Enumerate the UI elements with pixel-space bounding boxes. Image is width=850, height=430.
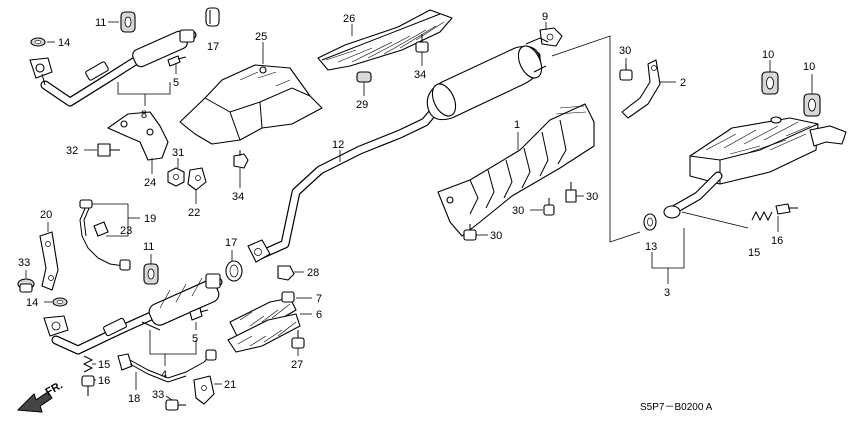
callout-30d: 30 (490, 230, 502, 242)
front-direction-arrow: FR. (17, 379, 65, 413)
callout-30b: 30 (512, 205, 524, 217)
bolt-16a (81, 375, 95, 396)
front-exhaust-pipe-upper (29, 29, 197, 107)
bolt-16b (775, 203, 798, 215)
nut-28 (277, 265, 295, 281)
callout-6: 6 (316, 309, 322, 321)
callout-7: 7 (316, 293, 322, 305)
clip-23 (93, 221, 109, 237)
callout-10b: 10 (803, 61, 815, 73)
callout-15b: 15 (748, 247, 760, 259)
bracket-20 (39, 231, 59, 291)
converter-heat-shield (179, 64, 323, 145)
callout-14b: 14 (26, 297, 38, 309)
callout-16a: 16 (98, 375, 110, 387)
callout-32: 32 (66, 145, 78, 157)
bolt-30b (543, 198, 555, 216)
nut-31 (167, 167, 185, 187)
clamp-22 (187, 167, 207, 191)
rubber-hanger-11b (143, 263, 159, 285)
nut-34b (233, 150, 249, 169)
oxygen-sensor-18 (117, 349, 217, 383)
muffler-hanger-bracket (621, 59, 661, 119)
callout-3: 3 (664, 287, 670, 299)
seal-ring-17b (225, 260, 243, 282)
callout-17a: 17 (207, 41, 219, 53)
callout-5b: 5 (192, 333, 198, 345)
callout-29: 29 (356, 99, 368, 111)
callout-8: 8 (141, 109, 147, 121)
gasket-14a (30, 37, 46, 47)
converter-bracket (107, 111, 169, 161)
callout-17b: 17 (225, 237, 237, 249)
callout-26: 26 (343, 13, 355, 25)
oxygen-sensor-19 (79, 199, 131, 271)
callout-11a: 11 (95, 17, 106, 29)
callout-33b: 33 (152, 389, 164, 401)
rubber-hanger-10a (761, 71, 779, 95)
callout-34b: 34 (232, 191, 244, 203)
callout-14a: 14 (58, 37, 70, 49)
callout-1: 1 (514, 119, 520, 131)
callout-15a: 15 (98, 359, 110, 371)
spring-15a (82, 355, 94, 373)
callout-labels: 11 14 17 8 5 26 25 9 34 29 30 2 10 10 32… (18, 11, 815, 405)
bolt-30a (619, 64, 633, 81)
nut-29 (356, 71, 372, 83)
direction-label: FR. (44, 379, 65, 398)
center-pipe-resonator (247, 37, 549, 263)
callout-11b: 11 (143, 241, 154, 253)
callout-31: 31 (172, 147, 184, 159)
rubber-hanger-11a (120, 11, 136, 33)
spring-15b (751, 210, 773, 222)
muffler-heat-shield (437, 103, 595, 237)
callout-30a: 30 (619, 45, 631, 57)
callout-24: 24 (144, 177, 156, 189)
callout-4: 4 (161, 369, 167, 381)
rear-muffler (663, 116, 847, 219)
callout-9: 9 (542, 11, 548, 23)
callout-28: 28 (307, 267, 319, 279)
callout-23: 23 (120, 225, 132, 237)
callout-21: 21 (224, 379, 236, 391)
bolt-33b (165, 399, 186, 411)
gasket-13 (643, 213, 657, 231)
callout-18: 18 (128, 393, 140, 405)
rubber-hanger-10b (803, 93, 821, 117)
callout-2: 2 (680, 77, 686, 89)
callout-22: 22 (188, 207, 200, 219)
bolt-5b (189, 307, 209, 321)
callout-16b: 16 (771, 235, 783, 247)
bracket-21 (193, 375, 215, 405)
callout-34a: 34 (414, 69, 426, 81)
bolt-27 (291, 330, 305, 349)
floor-heat-shield (317, 9, 453, 71)
bolt-5a (167, 55, 187, 67)
bolt-30c (565, 182, 577, 203)
converter-lower-shield (227, 313, 301, 353)
callout-20: 20 (40, 209, 52, 221)
callout-19: 19 (144, 213, 156, 225)
callout-33a: 33 (18, 257, 30, 269)
callout-12: 12 (332, 139, 344, 151)
callout-27: 27 (291, 359, 303, 371)
bolt-32 (97, 143, 120, 157)
seal-ring-17a (205, 7, 220, 27)
callout-25: 25 (255, 31, 267, 43)
callout-30c: 30 (586, 191, 598, 203)
callout-10a: 10 (762, 49, 774, 61)
callout-5a: 5 (173, 77, 179, 89)
gasket-14b (52, 297, 68, 307)
front-exhaust-pipe-lower (43, 273, 223, 355)
diagram-code: S5P7－B0200 A (640, 402, 713, 413)
sensor-9 (539, 27, 563, 47)
bolt-33a (17, 278, 35, 293)
callout-13: 13 (645, 241, 657, 253)
